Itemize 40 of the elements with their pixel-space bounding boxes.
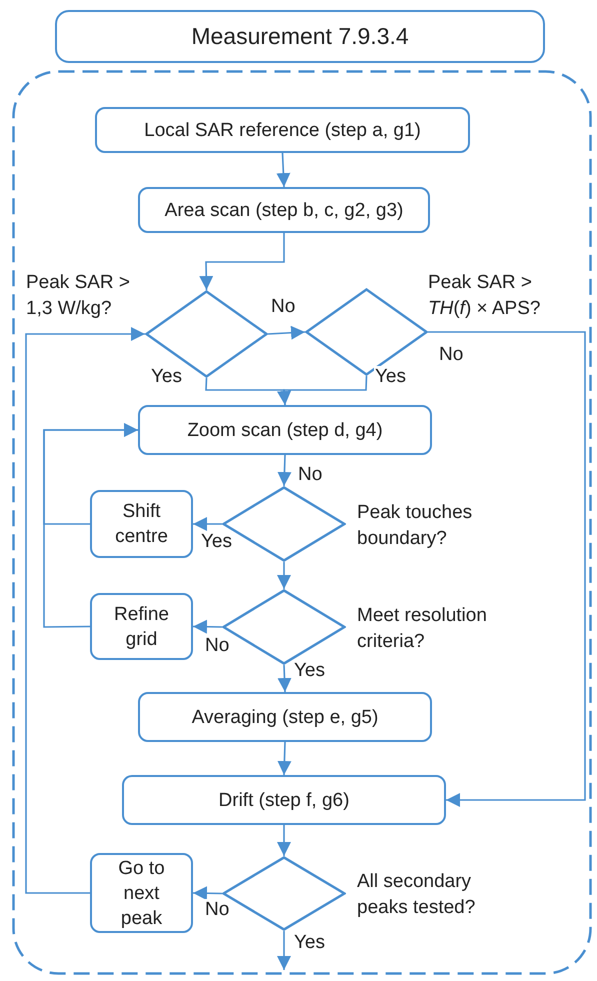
process-box — [90, 853, 193, 933]
process-box — [90, 593, 193, 660]
decision-question: Peak SAR > 1,3 W/kg? — [26, 271, 132, 321]
arrow — [277, 454, 292, 486]
arrow — [276, 152, 290, 188]
arrow — [277, 376, 368, 406]
process-box — [138, 187, 430, 233]
arrow — [192, 886, 222, 900]
dashed-group-border — [12, 70, 592, 975]
process-box — [138, 405, 432, 455]
arrow — [192, 620, 222, 634]
process-box — [138, 692, 432, 742]
process-box — [95, 107, 470, 153]
process-box — [122, 775, 446, 825]
arrow — [277, 931, 291, 970]
arrow — [43, 423, 138, 628]
decision-question: Peak SAR > TH(f) × APS? — [428, 271, 542, 321]
arrow — [193, 517, 222, 531]
decision-question: Meet resolution criteria? — [357, 604, 488, 654]
step-text: Drift (step f, g6) — [218, 788, 350, 812]
step-text: Shift centre — [114, 500, 169, 549]
arrow — [277, 562, 291, 589]
title-box — [55, 10, 545, 63]
arrow — [277, 825, 291, 856]
arrow — [25, 327, 145, 894]
arrow — [277, 742, 292, 776]
arrow — [268, 326, 306, 340]
title-text: Measurement 7.9.3.4 — [191, 22, 409, 52]
process-box — [90, 490, 193, 558]
step-text: Local SAR reference (step a, g1) — [144, 118, 421, 142]
step-text: Area scan (step b, c, g2, g3) — [164, 198, 404, 222]
arrow — [428, 331, 586, 807]
decision-question: All secondary peaks tested? — [357, 870, 476, 920]
step-text: Refine grid — [113, 602, 170, 652]
step-text: Averaging (step e, g5) — [192, 706, 378, 730]
arrow — [277, 664, 292, 692]
arrow — [199, 233, 285, 290]
decision-question: Peak touches boundary? — [357, 501, 474, 551]
step-text: Zoom scan (step d, g4) — [187, 418, 383, 442]
step-text: Go to next peak — [117, 856, 166, 930]
